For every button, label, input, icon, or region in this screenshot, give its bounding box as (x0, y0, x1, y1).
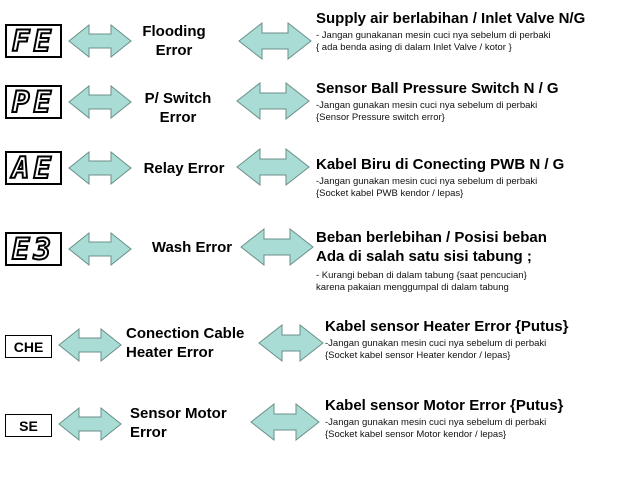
error-description-title: Supply air berlabihan / Inlet Valve N/G (316, 10, 586, 27)
error-description: Kabel sensor Heater Error {Putus} -Janga… (325, 317, 637, 362)
double-arrow-icon (68, 232, 132, 266)
error-description-title: Kabel Biru di Conecting PWB N / G (316, 156, 565, 173)
error-code-display: SE (5, 414, 52, 437)
error-row-se: SE Sensor Motor Error Kabel sensor Motor… (0, 390, 640, 480)
error-description: Supply air berlabihan / Inlet Valve N/G … (316, 9, 636, 54)
double-arrow-icon (68, 85, 132, 119)
error-label: Conection Cable Heater Error (126, 325, 245, 361)
error-description-note: -Jangan gunakan mesin cuci nya sebelum d… (325, 417, 547, 440)
double-arrow-icon (238, 22, 312, 60)
error-label: Wash Error (151, 239, 233, 256)
error-label: Flooding Error (142, 23, 206, 59)
error-row-pe: PE P/ Switch Error Sensor Ball Pressure … (0, 75, 640, 145)
error-description-note: -Jangan gunakan mesin cuci nya sebelum d… (316, 176, 538, 199)
error-description-note: - Kurangi beban di dalam tabung {saat pe… (316, 270, 527, 293)
double-arrow-icon (68, 24, 132, 58)
error-label: Sensor Motor Error (130, 405, 227, 441)
double-arrow-icon (58, 407, 122, 441)
double-arrow-icon (58, 328, 122, 362)
error-code-display: AE (5, 150, 62, 186)
error-description-note: -Jangan gunakan mesin cuci nya sebelum d… (316, 100, 538, 123)
error-code-display: CHE (5, 335, 52, 358)
error-description-title: Kabel sensor Motor Error {Putus} (325, 397, 564, 414)
error-description: Sensor Ball Pressure Switch N / G -Janga… (316, 79, 636, 124)
error-description-title: Beban berlebihan / Posisi beban Ada di s… (316, 229, 547, 265)
error-code-display: PE (5, 84, 62, 120)
error-description: Kabel Biru di Conecting PWB N / G -Janga… (316, 155, 636, 200)
error-description-title: Sensor Ball Pressure Switch N / G (316, 80, 559, 97)
double-arrow-icon (258, 324, 324, 362)
error-row-e3: E3 Wash Error Beban berlebihan / Posisi … (0, 215, 640, 310)
error-code-display: FE (5, 23, 62, 59)
error-description-note: -Jangan gunakan mesin cuci nya sebelum d… (325, 338, 547, 361)
error-row-che: CHE Conection Cable Heater Error Kabel s… (0, 310, 640, 390)
error-row-fe: FE Flooding Error Supply air berlabihan … (0, 0, 640, 75)
double-arrow-icon (236, 148, 310, 186)
double-arrow-icon (236, 82, 310, 120)
error-description-note: - Jangan gunakanan mesin cuci nya sebelu… (316, 30, 551, 53)
error-code-display: E3 (5, 231, 62, 267)
double-arrow-icon (250, 403, 320, 441)
error-description: Beban berlebihan / Posisi beban Ada di s… (316, 228, 636, 294)
error-label: Relay Error (143, 160, 225, 177)
error-description: Kabel sensor Motor Error {Putus} -Jangan… (325, 396, 637, 441)
error-label: P/ Switch Error (144, 90, 212, 126)
double-arrow-icon (240, 228, 314, 266)
double-arrow-icon (68, 151, 132, 185)
error-row-ae: AE Relay Error Kabel Biru di Conecting P… (0, 145, 640, 215)
error-description-title: Kabel sensor Heater Error {Putus} (325, 318, 569, 335)
